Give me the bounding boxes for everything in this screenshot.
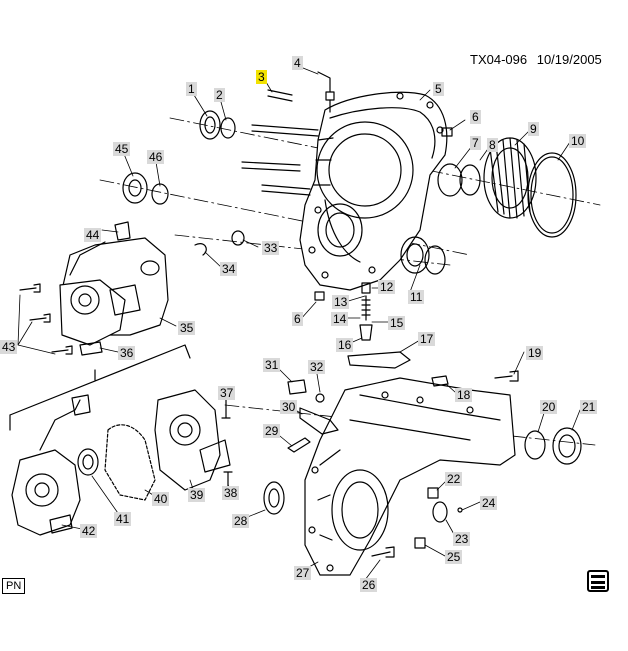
studs: [241, 89, 319, 196]
part-label-46: 46: [147, 150, 165, 164]
part-label-39: 39: [188, 488, 206, 502]
part-label-43: 43: [0, 340, 18, 354]
group-bracket: [9, 344, 191, 431]
pin-24: [457, 507, 463, 513]
pn-marker: PN: [2, 578, 26, 594]
part-label-4: 4: [292, 56, 303, 70]
front-case-half: [299, 91, 448, 291]
bolt-37: [221, 399, 231, 419]
part-label-3: 3: [256, 70, 267, 84]
part-label-7: 7: [470, 136, 481, 150]
part-label-11: 11: [408, 290, 425, 304]
part-label-22: 22: [445, 472, 463, 486]
part-label-24: 24: [480, 496, 498, 510]
output-gear-assembly: [437, 137, 577, 238]
part-label-45: 45: [113, 142, 131, 156]
plate-30: [299, 407, 339, 435]
seal-28-outer: [263, 481, 285, 515]
seal-23: [432, 501, 448, 523]
seal-21-outer: [552, 427, 582, 465]
vent-fitting: [317, 71, 335, 113]
shift-motor-assembly: [59, 221, 169, 356]
bracket-17: [347, 351, 411, 369]
seal-20: [524, 430, 546, 460]
part-label-9: 9: [528, 122, 539, 136]
seal-set-45-46: [122, 172, 169, 205]
seal-28-inner: [268, 488, 280, 508]
part-label-34: 34: [220, 262, 238, 276]
part-label-5: 5: [433, 82, 444, 96]
part-label-36: 36: [118, 346, 136, 360]
plug-22: [427, 487, 439, 499]
rear-bearing: [400, 236, 446, 275]
drawing-id: TX04-096: [470, 52, 528, 67]
part-label-32: 32: [308, 360, 326, 374]
rear-case-half: [304, 377, 516, 576]
part-label-20: 20: [540, 400, 558, 414]
part-label-30: 30: [280, 400, 298, 414]
part-label-16: 16: [336, 338, 354, 352]
part-label-21: 21: [580, 400, 598, 414]
part-label-41: 41: [114, 512, 132, 526]
part-label-29: 29: [263, 424, 281, 438]
part-label-1: 1: [186, 82, 197, 96]
part-label-17: 17: [418, 332, 436, 346]
seal-21-inner: [558, 434, 576, 458]
seal-33: [231, 230, 245, 246]
part-label-8: 8: [487, 138, 498, 152]
part-label-44: 44: [84, 228, 102, 242]
bolt-19: [494, 370, 519, 382]
plunger-assembly: [359, 282, 373, 341]
part-label-25: 25: [445, 550, 463, 564]
part-label-2: 2: [214, 88, 225, 102]
part-label-42: 42: [80, 524, 98, 538]
drawing-date: 10/19/2005: [536, 52, 602, 67]
part-label-38: 38: [222, 486, 240, 500]
part-label-6-lower: 6: [292, 312, 303, 326]
drawing-header: TX04-096 10/19/2005: [470, 52, 602, 67]
part-label-10: 10: [569, 134, 587, 148]
part-label-23: 23: [453, 532, 471, 546]
part-label-40: 40: [152, 492, 170, 506]
part-label-6: 6: [470, 110, 481, 124]
part-label-13: 13: [332, 295, 350, 309]
bolts-43: [19, 283, 73, 355]
clip-34: [194, 243, 207, 256]
seal-set-1-2: [199, 110, 236, 140]
part-label-33: 33: [262, 241, 280, 255]
sensor-31: [287, 379, 307, 395]
bolt-26: [371, 546, 395, 558]
gm-parts-logo: [587, 570, 609, 592]
plug-6a: [441, 127, 453, 137]
part-label-27: 27: [294, 566, 312, 580]
plug-6b: [314, 291, 325, 301]
part-label-14: 14: [331, 312, 349, 326]
ring-32: [315, 393, 325, 403]
part-label-35: 35: [178, 321, 196, 335]
part-label-19: 19: [526, 346, 544, 360]
magnet-18: [431, 375, 449, 387]
bracket-29: [287, 437, 311, 453]
part-label-31: 31: [263, 358, 281, 372]
plug-25: [414, 537, 426, 549]
part-label-15: 15: [388, 316, 406, 330]
part-label-37: 37: [218, 386, 236, 400]
part-label-26: 26: [360, 578, 378, 592]
encoder-motor-exploded: [11, 389, 231, 536]
part-label-18: 18: [455, 388, 473, 402]
part-label-28: 28: [232, 514, 250, 528]
part-label-12: 12: [378, 280, 396, 294]
